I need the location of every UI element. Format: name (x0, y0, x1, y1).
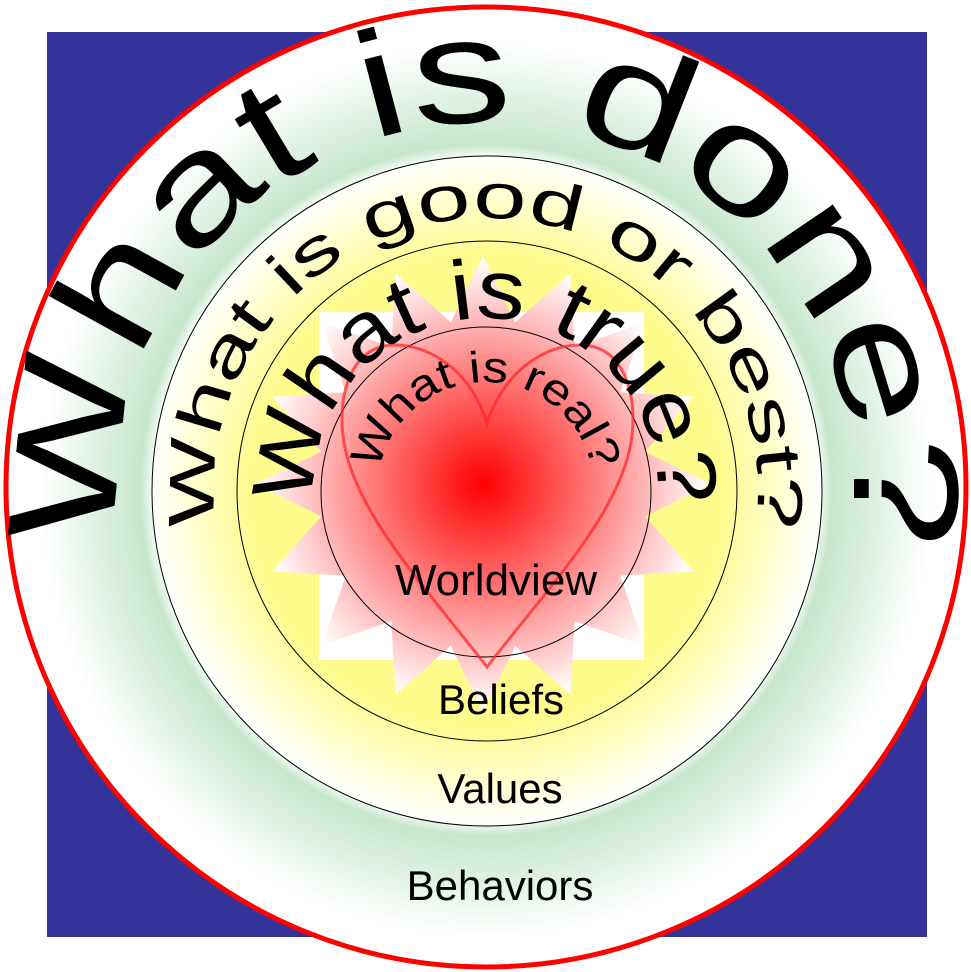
heart-icon (340, 343, 635, 670)
label-beliefs: Beliefs (438, 676, 564, 723)
label-worldview: Worldview (395, 556, 597, 605)
label-behaviors: Behaviors (407, 862, 594, 909)
label-values: Values (437, 765, 562, 812)
beliefs-ring (236, 240, 738, 742)
worldview-ring (320, 326, 652, 658)
